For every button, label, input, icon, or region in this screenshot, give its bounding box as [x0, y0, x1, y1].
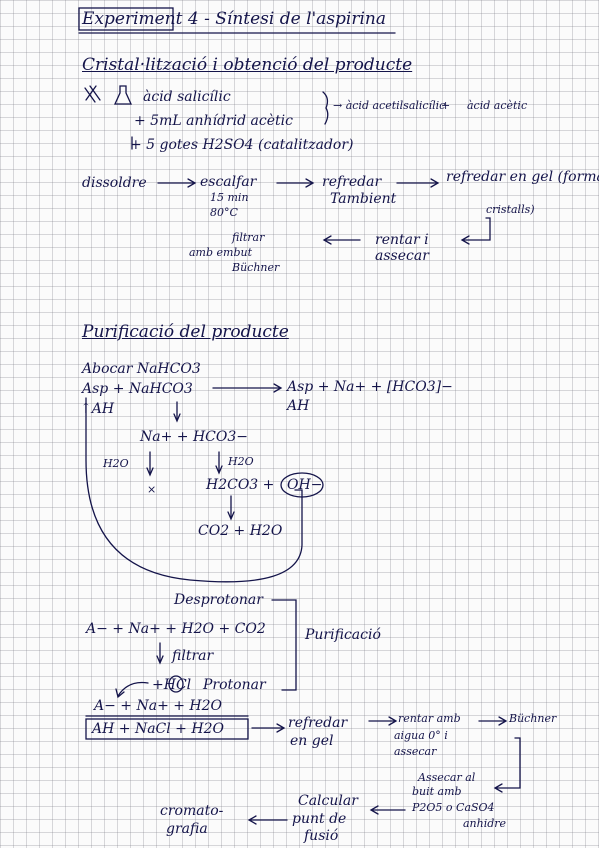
title-box	[78, 7, 174, 31]
final-grafia: grafia	[166, 821, 208, 837]
label-filtrar: filtrar	[172, 648, 214, 664]
x-mark: ×	[147, 483, 157, 496]
final-fusio: fusió	[304, 828, 339, 844]
eq3: A− + Na+ + H2O	[94, 698, 223, 714]
final-p2o5: P2O5 o CaSO4	[412, 801, 495, 814]
step-rentar: rentar i	[375, 232, 429, 248]
purif-abocar: Abocar NaHCO3	[82, 361, 201, 377]
step-tambient: Tambient	[330, 191, 397, 207]
product-acetic-acid: àcid acètic	[467, 99, 528, 112]
label-hcl: +HCl	[152, 677, 192, 693]
plus-sign: +	[441, 99, 451, 112]
final-anhidre: anhidre	[463, 817, 507, 830]
product-box	[85, 718, 249, 740]
final-assecar-al: Assecar al	[418, 771, 476, 784]
oh-ion: OH−	[287, 477, 323, 493]
escalfar-temp: 80°C	[210, 206, 238, 219]
final-buit: buit amb	[412, 785, 462, 798]
final-en-gel: en gel	[290, 733, 334, 749]
h2o-a: H2O	[103, 457, 129, 470]
escalfar-time: 15 min	[210, 191, 249, 204]
final-buchner: Büchner	[509, 712, 557, 725]
section-heading-purification: Purificació del producte	[82, 322, 289, 342]
flask-icon	[113, 85, 133, 105]
reagent-acetic-anhydride: + 5mL anhídrid acètic	[134, 113, 293, 129]
reagent-sulfuric-acid: + 5 gotes H2SO4 (catalitzador)	[130, 137, 354, 153]
step-cristalls: cristalls)	[486, 203, 535, 216]
eq-right: Asp + Na+ + [HCO3]−	[287, 379, 453, 395]
product-acetylsalicylic: → àcid acetilsalicílic	[333, 99, 446, 112]
step-embut: amb embut	[189, 246, 253, 259]
page-title: Experiment 4 - Síntesi de l'aspirina	[82, 9, 387, 29]
final-assecar: assecar	[394, 745, 437, 758]
step-escalfar: escalfar	[200, 174, 257, 190]
eq-left: Asp + NaHCO3	[82, 381, 193, 397]
hazard-icon	[84, 85, 101, 103]
final-punt: punt de	[292, 811, 347, 827]
eq2: A− + Na+ + H2O + CO2	[86, 621, 266, 637]
co2-h2o: CO2 + H2O	[198, 523, 283, 539]
final-refredar: refredar	[288, 715, 348, 731]
final-cromato: cromato-	[160, 803, 224, 819]
label-ah-1: ↑AH	[80, 401, 115, 417]
reagent-salicylic-acid: àcid salicílic	[143, 89, 231, 105]
section-heading-crystallization: Cristal·lització i obtenció del producte	[82, 55, 413, 75]
eq4: AH + NaCl + H2O	[92, 721, 224, 737]
label-desprotonar: Desprotonar	[174, 592, 263, 608]
h2o-b: H2O	[228, 455, 254, 468]
label-protonar: Protonar	[203, 677, 266, 693]
label-ah-2: AH	[287, 398, 310, 414]
step-assecar: assecar	[375, 248, 429, 264]
step-filtrar: filtrar	[232, 231, 265, 244]
label-purificacio: Purificació	[305, 627, 381, 643]
final-calcular: Calcular	[298, 793, 358, 809]
step-buchner: Büchner	[232, 261, 280, 274]
final-rentar: rentar amb	[398, 712, 461, 725]
final-aigua: aigua 0° i	[394, 729, 448, 742]
step-refredar: refredar	[322, 174, 382, 190]
h2co3: H2CO3 +	[206, 477, 275, 493]
ions: Na+ + HCO3−	[140, 429, 248, 445]
step-dissoldre: dissoldre	[82, 175, 147, 191]
step-refredar-gel: refredar en gel (formació	[446, 169, 599, 185]
